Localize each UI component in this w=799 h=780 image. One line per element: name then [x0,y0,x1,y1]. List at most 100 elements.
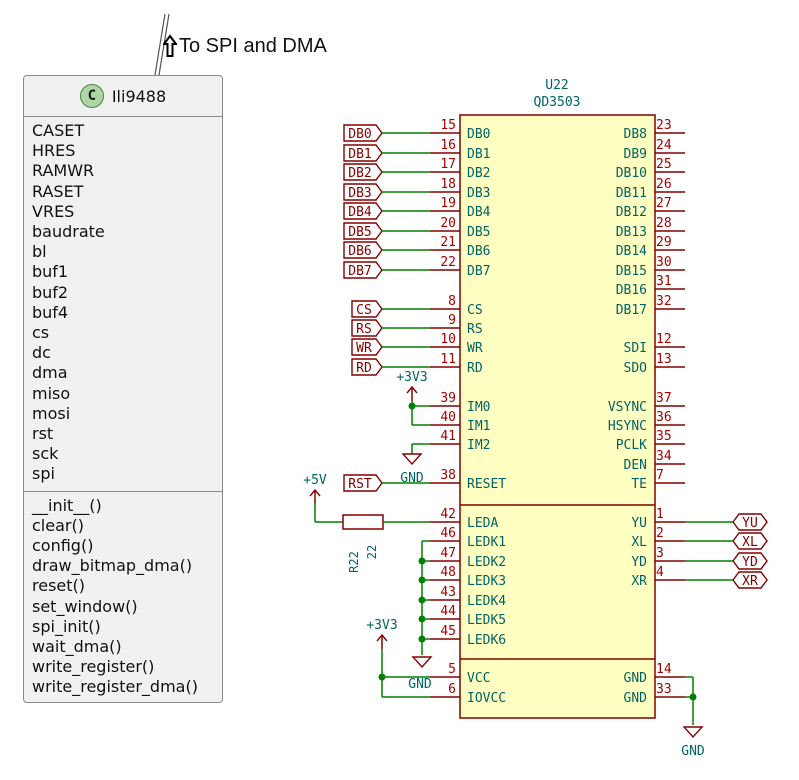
class-name: Ili9488 [111,86,167,106]
net-label [732,571,768,589]
pin-number: 36 [656,410,672,425]
pin-name: IM0 [467,400,490,415]
pin-number: 16 [440,138,456,153]
pin-name: YD [631,555,647,570]
pin-name: DB8 [624,127,647,142]
pin-number: 26 [656,177,672,192]
class-field: spi [32,464,55,484]
pin-number: 34 [656,449,672,464]
pin-number: 23 [656,118,672,133]
pin-name: DB15 [616,264,647,279]
pin-number: 29 [656,235,672,250]
pin-name: IOVCC [467,691,506,706]
pin-name: DB5 [467,225,490,240]
pin-number: 18 [440,177,456,192]
pin-name: VCC [467,671,490,686]
pin-number: 41 [440,429,456,444]
pin-number: 6 [448,682,456,697]
pin-name: CS [467,303,483,318]
pin-name: XL [631,535,647,550]
ic-part-number: QD3503 [534,95,581,110]
class-field: dc [32,343,51,363]
net-label-text: XR [742,574,758,589]
class-field: buf2 [32,282,69,302]
net-label-text: CS [356,303,372,318]
pin-number: 13 [656,352,672,367]
pin-number: 19 [440,196,456,211]
net-label [343,202,383,220]
junction-dot [418,596,426,604]
pin-name: YU [631,516,647,531]
class-field: dma [32,363,68,383]
pin-number: 22 [440,255,456,270]
pin-number: 21 [440,235,456,250]
net-label [343,183,383,201]
class-field: cs [32,323,50,343]
net-label [732,552,768,570]
power-label: +3V3 [366,618,397,633]
pin-number: 39 [440,391,456,406]
net-label [343,474,383,492]
annotation-label: To SPI and DMA [163,34,327,58]
net-label [343,144,383,162]
pin-number: 32 [656,294,672,309]
pin-name: DB3 [467,186,490,201]
pin-number: 11 [440,352,456,367]
pin-name: DB14 [616,244,647,259]
pin-number: 9 [448,313,456,328]
class-method: config() [32,536,94,556]
net-label-text: DB0 [348,127,371,142]
pin-name: LEDK3 [467,574,506,589]
class-field: bl [32,242,47,262]
pin-number: 2 [656,526,664,541]
pin-name: WR [467,341,483,356]
pin-name: TE [631,477,647,492]
pin-name: DB7 [467,264,490,279]
pin-number: 44 [440,604,456,619]
net-label-text: DB7 [348,264,371,279]
junction-dot [418,615,426,623]
class-badge-icon: C [79,84,104,108]
pin-number: 43 [440,585,456,600]
pin-number: 3 [656,546,664,561]
pin-number: 30 [656,255,672,270]
power-label: +5V [303,473,327,488]
pin-name: RESET [467,477,506,492]
class-method: set_window() [32,596,138,616]
pin-name: DB4 [467,205,491,220]
pin-number: 7 [656,468,664,483]
ic-reference: U22 [545,78,568,93]
pin-number: 35 [656,429,672,444]
pin-number: 37 [656,391,672,406]
pin-name: DB2 [467,166,490,181]
pin-name: LEDK4 [467,594,506,609]
class-field: VRES [32,201,75,221]
pin-number: 33 [656,682,672,697]
net-label-text: DB6 [348,244,371,259]
class-methods: __init__()clear()config()draw_bitmap_dma… [24,492,222,704]
net-label [732,513,768,531]
ground-label: GND [408,677,432,692]
annotation-text: To SPI and DMA [179,34,327,57]
pin-name: IM2 [467,438,490,453]
pin-name: DB17 [616,303,647,318]
pin-name: DB11 [616,186,647,201]
pin-name: IM1 [467,419,490,434]
pin-name: RS [467,322,483,337]
class-method: write_register_dma() [32,677,198,697]
net-label-text: DB2 [348,166,371,181]
pin-name: GND [624,691,648,706]
pin-name: DB0 [467,127,490,142]
pin-number: 10 [440,332,456,347]
net-label [343,261,383,279]
pin-name: DB6 [467,244,490,259]
pin-name: LEDA [467,516,498,531]
net-label [351,319,383,337]
power-arrow-icon [406,385,418,394]
pin-number: 47 [440,546,456,561]
class-method: write_register() [32,657,155,677]
net-label-text: XL [742,535,758,550]
class-method: clear() [32,515,84,535]
pin-number: 1 [656,507,664,522]
junction-dot [689,693,697,701]
